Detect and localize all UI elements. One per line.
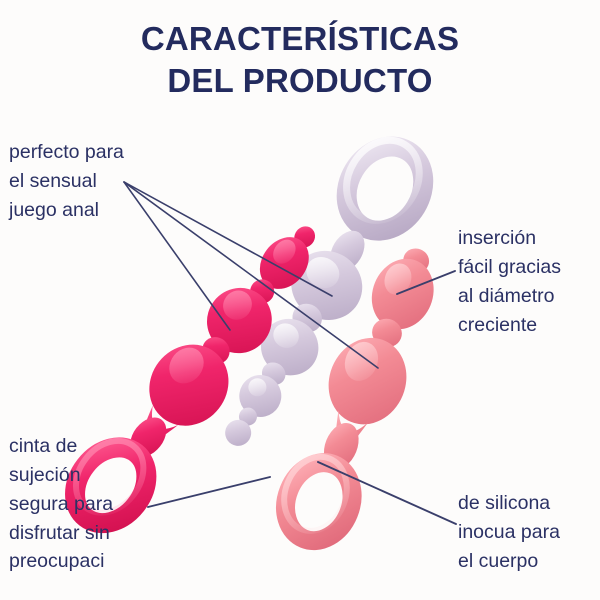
callout-easy-insertion: inserción fácil gracias al diámetro crec… xyxy=(458,224,561,339)
lavender-loop xyxy=(336,136,434,241)
leader-line-top-left-to-coral xyxy=(123,181,379,369)
callout-body-safe-silicone: de silicona inocua para el cuerpo xyxy=(458,489,560,576)
callout-anal-play-line-2: el sensual xyxy=(9,169,97,192)
callout-easy-insertion-line-1: inserción xyxy=(458,227,537,249)
callout-secure-strap-line-3: segura para xyxy=(9,492,114,515)
leader-line-top-left-to-magenta xyxy=(123,181,231,331)
callout-secure-strap-line-2: sujeción xyxy=(9,463,81,486)
product-lavender xyxy=(225,136,434,446)
leader-line-strap-to-coral-loop xyxy=(147,476,271,508)
callout-easy-insertion-line-4: creciente xyxy=(458,313,538,336)
leader-line-top-left-to-lavender xyxy=(123,181,333,297)
title-line-2: DEL PRODUCTO xyxy=(167,62,433,100)
callout-anal-play: perfecto para el sensual juego anal xyxy=(9,138,124,225)
callout-secure-strap: cinta de sujeción segura para disfrutar … xyxy=(9,432,113,576)
callout-easy-insertion-line-3: al diámetro xyxy=(458,284,555,307)
leader-line-insertion-to-coral xyxy=(396,270,456,295)
callout-easy-insertion-line-2: fácil gracias xyxy=(458,255,561,278)
callout-body-safe-silicone-line-2: inocua para xyxy=(458,520,560,543)
product-coral xyxy=(276,248,434,551)
callout-secure-strap-line-5: preocupaci xyxy=(9,550,105,573)
callout-anal-play-line-1: perfecto para xyxy=(9,141,124,163)
page-title: CARACTERÍSTICAS DEL PRODUCTO xyxy=(0,18,600,102)
coral-loop xyxy=(276,453,362,551)
magenta-loop xyxy=(65,437,157,534)
lavender-beads xyxy=(225,230,365,446)
callout-secure-strap-line-1: cinta de xyxy=(9,435,78,457)
callout-anal-play-line-3: juego anal xyxy=(9,198,99,221)
callout-body-safe-silicone-line-1: de silicona xyxy=(458,492,551,514)
callout-secure-strap-line-4: disfrutar sin xyxy=(9,521,110,544)
product-magenta xyxy=(65,226,316,534)
title-line-1: CARACTERÍSTICAS xyxy=(140,20,460,57)
leader-line-silicone-to-coral xyxy=(317,461,457,525)
leader-lines xyxy=(123,181,457,525)
callout-body-safe-silicone-line-3: el cuerpo xyxy=(458,549,539,572)
